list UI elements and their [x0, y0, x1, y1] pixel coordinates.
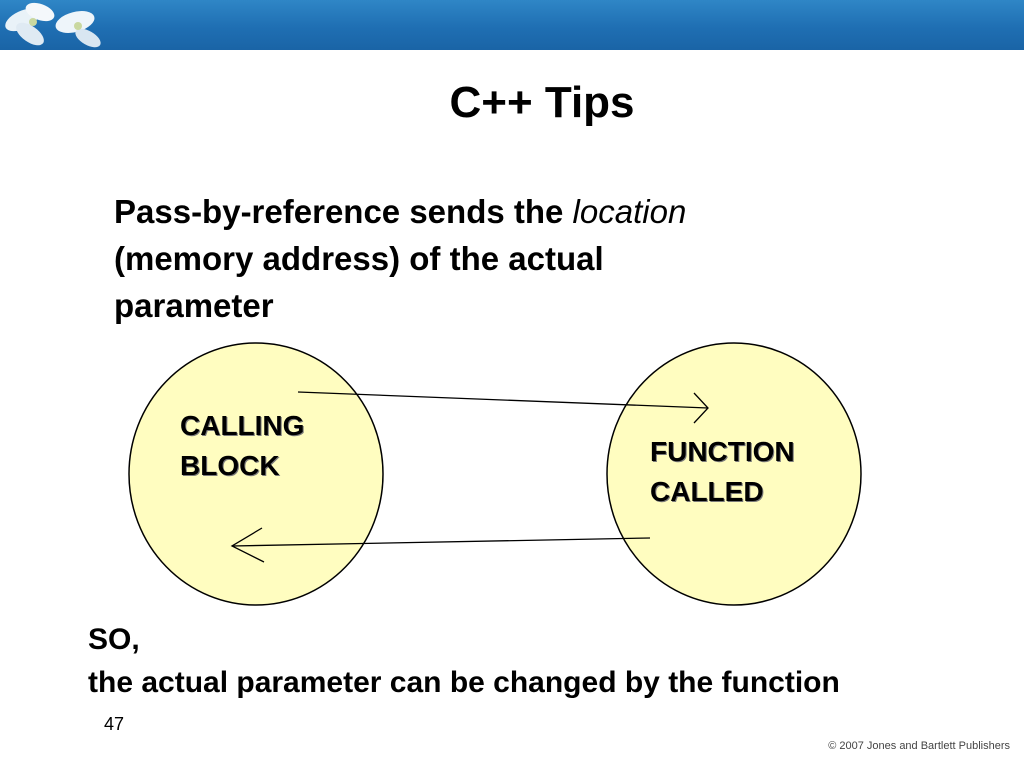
body-line-3: parameter: [114, 287, 274, 324]
body-line-2: (memory address) of the actual: [114, 240, 604, 277]
italic-word: location: [572, 193, 687, 230]
copyright-notice: © 2007 Jones and Bartlett Publishers: [828, 740, 1010, 752]
function-called-label: FUNCTION CALLED: [650, 436, 795, 507]
bold-lead: Pass-by-reference: [114, 193, 401, 230]
function-called-circle: [606, 342, 862, 606]
body-line-1: Pass-by-reference sends the location: [114, 188, 874, 235]
arrow-right-icon: [297, 391, 709, 424]
arrow-left-icon: [230, 527, 651, 563]
body-paragraph: Pass-by-reference sends the location (me…: [114, 188, 874, 329]
slide-title: C++ Tips: [449, 78, 635, 127]
reference-diagram: CALLING BLOCK FUNCTION CALLED: [0, 330, 1024, 620]
conclusion-line-1: SO,: [88, 623, 140, 656]
calling-block-circle: [128, 342, 384, 606]
flower-decoration-icon: [5, 2, 101, 48]
text-before-italic: sends the: [400, 193, 573, 230]
page-number: 47: [104, 714, 125, 734]
header-banner: [0, 0, 1024, 50]
conclusion-line-2: the actual parameter can be changed by t…: [88, 666, 840, 699]
conclusion-text: SO, the actual parameter can be changed …: [88, 618, 1008, 704]
calling-block-label: CALLING BLOCK: [180, 410, 305, 481]
diagram-svg: [128, 342, 862, 606]
